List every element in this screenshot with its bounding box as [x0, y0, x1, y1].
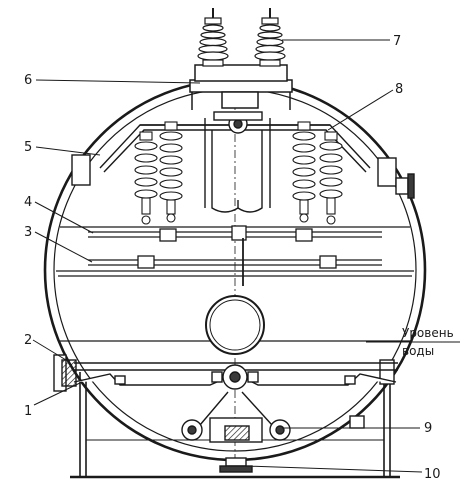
water-level-label-line1: Уровень [402, 326, 454, 340]
outer-bushing-left [197, 8, 229, 67]
side-nozzles [53, 154, 415, 392]
insulator-column-3 [292, 121, 316, 223]
callout-4: 4 [24, 195, 32, 210]
callout-8: 8 [395, 82, 403, 97]
callout-2: 2 [24, 333, 32, 348]
callout-labels: 1 2 3 4 5 6 7 8 9 10 Уровень воды [24, 34, 454, 482]
lower-bus-beam [73, 362, 398, 390]
outer-bushing-right [254, 8, 286, 67]
callout-10: 10 [424, 467, 441, 482]
top-flange [189, 64, 293, 110]
callout-5: 5 [24, 140, 32, 155]
water-level-label-line2: воды [402, 344, 434, 358]
upper-rail-3 [88, 238, 382, 286]
insulator-column-2 [159, 121, 183, 223]
insulator-column-4 [319, 131, 343, 225]
insulator-column-1 [134, 131, 158, 225]
center-manhole [205, 295, 265, 355]
bottom-drain [219, 457, 253, 473]
leader-lines [32, 39, 460, 473]
callout-3: 3 [24, 225, 32, 240]
callout-1: 1 [24, 404, 32, 419]
callout-7: 7 [393, 34, 401, 49]
lower-supports [181, 391, 365, 443]
callout-6: 6 [24, 73, 32, 88]
upper-rail-4 [88, 225, 382, 242]
callout-9: 9 [424, 421, 432, 436]
